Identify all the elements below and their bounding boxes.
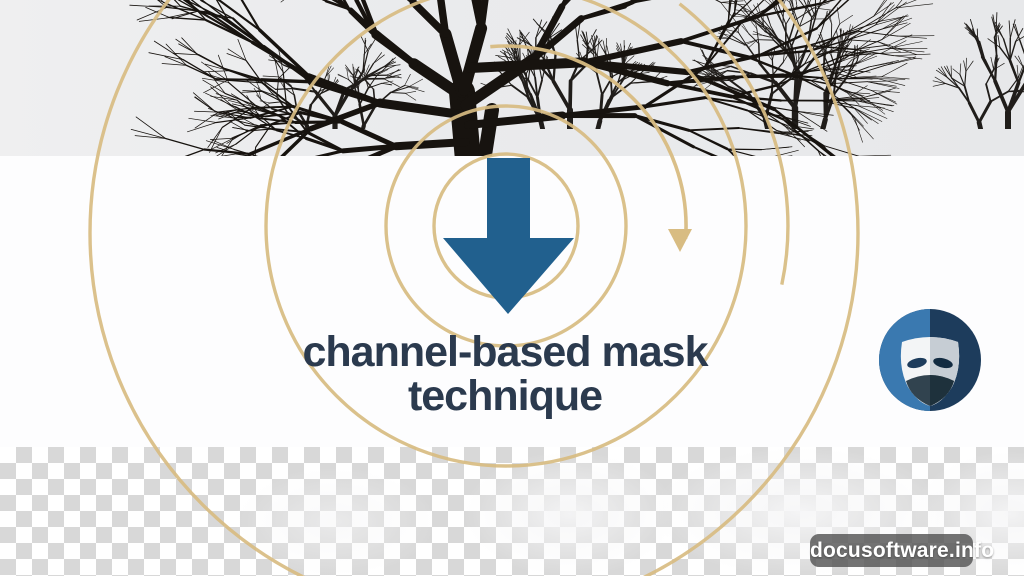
tree-silhouette-top <box>129 0 935 156</box>
page-title: channel-based mask technique <box>0 330 1010 418</box>
rotation-arrow-icon <box>490 44 692 252</box>
title-line-2: technique <box>407 372 603 420</box>
theater-mask-icon <box>879 309 981 411</box>
gold-concentric-circles <box>88 0 860 576</box>
down-arrow-icon <box>443 158 574 314</box>
title-line-1: channel-based mask <box>302 328 708 376</box>
watermark-badge: docusoftware.info <box>810 534 994 567</box>
